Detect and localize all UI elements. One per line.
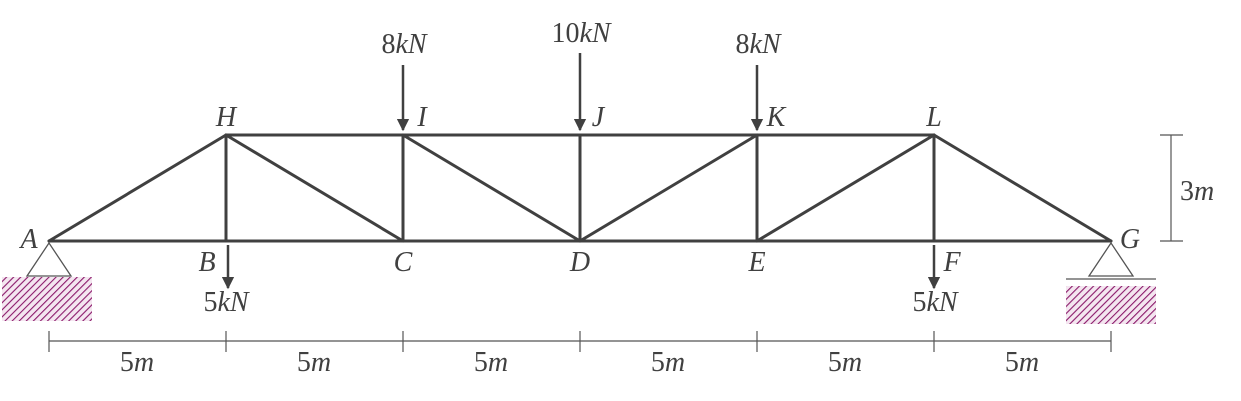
member-ah: [47, 133, 228, 243]
load-label-b: 5kN: [203, 287, 249, 318]
node-label-e: E: [747, 247, 765, 278]
load-label-j: 10kN: [551, 18, 611, 49]
member-dk: [578, 133, 759, 243]
panel-width-label-2: 5m: [297, 347, 331, 378]
member-hc: [224, 133, 405, 243]
vertical-dimension: 3m: [1160, 134, 1214, 242]
panel-width-label-6: 5m: [1005, 347, 1039, 378]
node-label-c: C: [394, 247, 413, 278]
node-labels: A B C D E F G H I J K L: [18, 102, 1140, 278]
load-labels: 8kN 10kN 8kN 5kN 5kN: [203, 18, 958, 318]
pin-support-a: [2, 241, 92, 321]
member-el: [755, 133, 936, 243]
truss-members: [47, 133, 1113, 243]
panel-width-label-5: 5m: [828, 347, 862, 378]
node-label-b: B: [198, 247, 215, 278]
node-label-d: D: [569, 247, 590, 278]
node-label-g: G: [1120, 224, 1140, 255]
node-label-a: A: [18, 224, 38, 255]
node-label-h: H: [215, 102, 238, 133]
ground-hatch-a: [2, 277, 92, 321]
node-label-j: J: [592, 102, 606, 133]
load-label-f: 5kN: [912, 287, 958, 318]
roller-support-g: [1066, 241, 1156, 324]
node-label-k: K: [766, 102, 787, 133]
load-label-k: 8kN: [735, 29, 781, 60]
height-label: 3m: [1180, 176, 1214, 207]
node-label-f: F: [942, 247, 961, 278]
load-label-i: 8kN: [381, 29, 427, 60]
panel-width-label-3: 5m: [474, 347, 508, 378]
panel-width-label-4: 5m: [651, 347, 685, 378]
panel-width-label-1: 5m: [120, 347, 154, 378]
member-id: [401, 133, 582, 243]
node-label-i: I: [416, 102, 428, 133]
member-lg: [932, 133, 1113, 243]
node-label-l: L: [925, 102, 942, 133]
horizontal-dimension: 5m 5m 5m 5m 5m 5m: [48, 331, 1112, 378]
load-arrows: [221, 53, 941, 290]
ground-hatch-g: [1066, 286, 1156, 324]
